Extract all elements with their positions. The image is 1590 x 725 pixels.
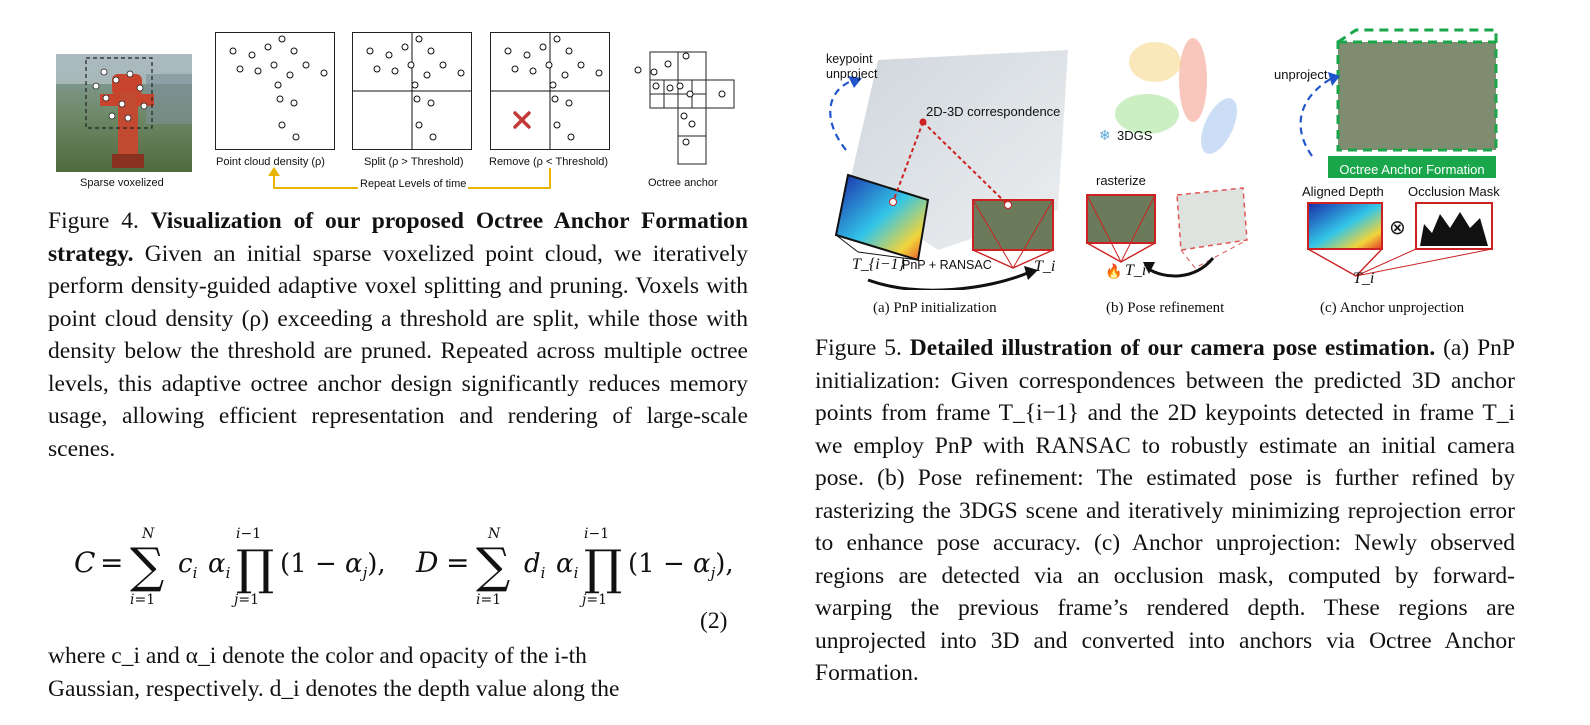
svg-text:αi: αi: [556, 549, 579, 582]
sparse-voxelized-label: Sparse voxelized: [80, 177, 164, 189]
svg-text:N: N: [141, 526, 155, 542]
unproject-label: unproject: [1274, 67, 1328, 82]
aligned-depth-label: Aligned Depth: [1302, 184, 1384, 199]
svg-text:🔥: 🔥: [1105, 263, 1122, 280]
correspondence-label: 2D-3D correspondence: [926, 104, 1061, 119]
body-line-2: Gaussian, respectively. d_i denotes the …: [48, 675, 620, 702]
figure-5-body: (a) PnP initialization: Given correspond…: [815, 335, 1515, 686]
svg-text:N: N: [487, 526, 501, 542]
svg-text:di: di: [524, 549, 546, 582]
sparse-voxelized-image: [56, 54, 192, 172]
occlusion-mask-label: Occlusion Mask: [1408, 184, 1500, 199]
svg-text:∑: ∑: [476, 538, 510, 594]
pnp-ransac-label: PnP + RANSAC: [902, 258, 992, 272]
pose-refinement-diagram: ❄ 🔥: [1086, 38, 1248, 280]
t-prev-label: T_{i−1}: [852, 256, 905, 273]
svg-text:∏: ∏: [236, 540, 274, 596]
svg-text:(1 − αj),: (1 − αj),: [628, 549, 734, 582]
figure-4-caption: Figure 4. Visualization of our proposed …: [48, 205, 748, 465]
svg-text:C: C: [74, 546, 95, 579]
t-i-label-b: T_i: [1125, 262, 1147, 279]
svg-text:❄: ❄: [1099, 128, 1111, 144]
subfig-a-label: (a) PnP initialization: [873, 300, 997, 316]
svg-text:D: D: [415, 546, 438, 579]
svg-text:i−1: i−1: [236, 526, 261, 542]
body-line-1: where c_i and α_i denote the color and o…: [48, 643, 587, 669]
svg-text:∑: ∑: [130, 538, 164, 594]
3dgs-label: 3DGS: [1117, 128, 1153, 143]
repeat-label: Repeat Levels of time: [358, 178, 469, 190]
figure-5-caption: Figure 5. Detailed illustration of our c…: [815, 332, 1515, 690]
t-i-label-a: T_i: [1034, 258, 1056, 275]
anchor-unprojection-diagram: ⊗: [1299, 28, 1498, 277]
svg-text:ci: ci: [178, 549, 198, 582]
split-label: Split (ρ > Threshold): [364, 156, 464, 168]
svg-text:∏: ∏: [584, 540, 622, 596]
keypoint-unproject-label: keypoint unproject: [826, 52, 878, 81]
figure-4-body: Given an initial sparse voxelized point …: [48, 240, 748, 462]
remove-label: Remove (ρ < Threshold): [489, 156, 609, 168]
remove-panel: [490, 32, 610, 150]
svg-text:i−1: i−1: [584, 526, 609, 542]
octree-anchor-label: Octree anchor: [648, 177, 718, 189]
svg-text:j=1: j=1: [231, 592, 259, 608]
figure-4-title: Visualization of our proposed Octree Anc…: [48, 208, 748, 267]
t-i-label-c: T_i: [1353, 270, 1375, 287]
anchor-formation-banner: Octree Anchor Formation: [1339, 162, 1485, 177]
subfig-c-label: (c) Anchor unprojection: [1320, 300, 1465, 316]
figure-5-prefix: Figure 5.: [815, 335, 902, 361]
split-panel: [352, 32, 472, 150]
svg-text:αi: αi: [208, 549, 231, 582]
svg-text:j=1: j=1: [579, 592, 607, 608]
density-panel: [215, 32, 335, 150]
body-text: where c_i and α_i denote the color and o…: [48, 640, 748, 705]
pnp-initialization-diagram: [829, 50, 1068, 290]
svg-text:=: =: [100, 546, 123, 579]
figure-5-title: Detailed illustration of our camera pose…: [909, 335, 1436, 361]
svg-text:i=1: i=1: [130, 592, 155, 608]
remove-cross-icon: [513, 111, 531, 129]
svg-text:⊗: ⊗: [1389, 215, 1406, 239]
figure-4-prefix: Figure 4.: [48, 208, 139, 234]
svg-text:i=1: i=1: [476, 592, 501, 608]
svg-text:=: =: [446, 546, 469, 579]
density-label: Point cloud density (ρ): [216, 156, 325, 168]
equation-number: (2): [700, 608, 728, 634]
octree-anchor-diagram: [630, 50, 742, 170]
subfig-b-label: (b) Pose refinement: [1106, 300, 1225, 316]
svg-text:(1 − αj),: (1 − αj),: [280, 549, 386, 582]
rasterize-label: rasterize: [1096, 173, 1146, 188]
